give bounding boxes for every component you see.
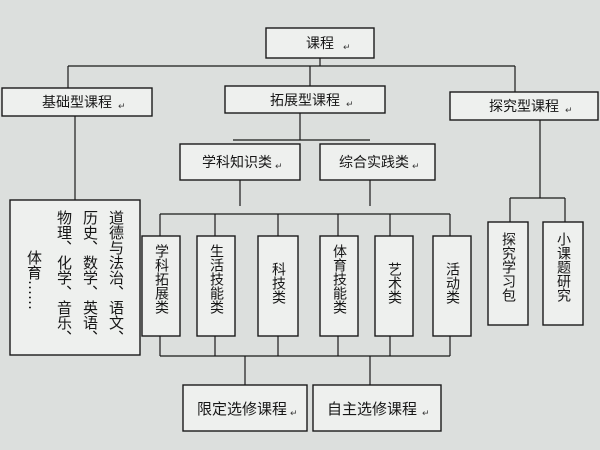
return-mark: ↵ <box>412 162 420 172</box>
comprehensive-practice-node: 综合实践类 ↵ <box>319 143 436 181</box>
basic-course-node: 基础型课程 ↵ <box>1 87 153 117</box>
extension-sub-1-label: 学科拓展类 <box>153 244 169 314</box>
extension-course-label: 拓展型课程 <box>270 93 340 109</box>
basic-subjects-col-1: 道德与法治、语文、 <box>107 210 125 345</box>
return-mark: ↵ <box>343 43 351 53</box>
extension-course-node: 拓展型课程 ↵ <box>224 85 386 114</box>
basic-subjects-node: 道德与法治、语文、 历史、数学、英语、 物理、化学、音乐、 体育…… <box>9 199 141 356</box>
restricted-elective-label: 限定选修课程 <box>197 400 287 418</box>
return-mark: ↵ <box>422 409 430 419</box>
return-mark: ↵ <box>565 106 573 116</box>
return-mark: ↵ <box>275 162 283 172</box>
return-mark: ↵ <box>290 409 298 419</box>
extension-sub-1-node: 学科拓展类 <box>141 235 181 337</box>
return-mark: ↵ <box>118 102 126 112</box>
extension-sub-4-node: 体育技能类 <box>319 235 359 337</box>
inquiry-sub-2-node: 小课题研究 <box>542 221 584 326</box>
root-label: 课程 <box>306 36 334 52</box>
extension-sub-5-node: 艺术类 <box>374 235 414 337</box>
extension-sub-4-label: 体育技能类 <box>331 244 347 314</box>
extension-sub-2-node: 生活技能类 <box>196 235 236 337</box>
free-elective-node: 自主选修课程 ↵ <box>312 384 442 432</box>
inquiry-sub-1-node: 探究学习包 <box>487 221 529 326</box>
inquiry-course-label: 探究型课程 <box>489 99 559 115</box>
extension-sub-2-label: 生活技能类 <box>208 244 224 314</box>
extension-sub-3-label: 科技类 <box>270 262 286 304</box>
comprehensive-practice-label: 综合实践类 <box>339 155 409 171</box>
free-elective-label: 自主选修课程 <box>327 400 417 418</box>
basic-subjects-col-2: 历史、数学、英语、 <box>81 210 99 345</box>
subject-knowledge-label: 学科知识类 <box>202 154 272 171</box>
inquiry-sub-2-label: 小课题研究 <box>555 232 571 303</box>
subject-knowledge-node: 学科知识类 ↵ <box>179 143 301 181</box>
root-node: 课程 ↵ <box>265 27 375 59</box>
extension-sub-5-label: 艺术类 <box>386 262 402 304</box>
basic-course-label: 基础型课程 <box>42 94 112 111</box>
basic-subjects-col-3: 物理、化学、音乐、 <box>55 210 73 345</box>
inquiry-course-node: 探究型课程 ↵ <box>449 91 599 121</box>
extension-sub-6-node: 活动类 <box>432 235 472 337</box>
inquiry-sub-1-label: 探究学习包 <box>500 232 516 302</box>
extension-sub-3-node: 科技类 <box>257 235 299 337</box>
connectors <box>67 58 566 385</box>
extension-sub-6-label: 活动类 <box>444 262 460 304</box>
return-mark: ↵ <box>346 100 354 110</box>
restricted-elective-node: 限定选修课程 ↵ <box>182 384 308 432</box>
basic-subjects-col-4: 体育…… <box>25 250 43 310</box>
